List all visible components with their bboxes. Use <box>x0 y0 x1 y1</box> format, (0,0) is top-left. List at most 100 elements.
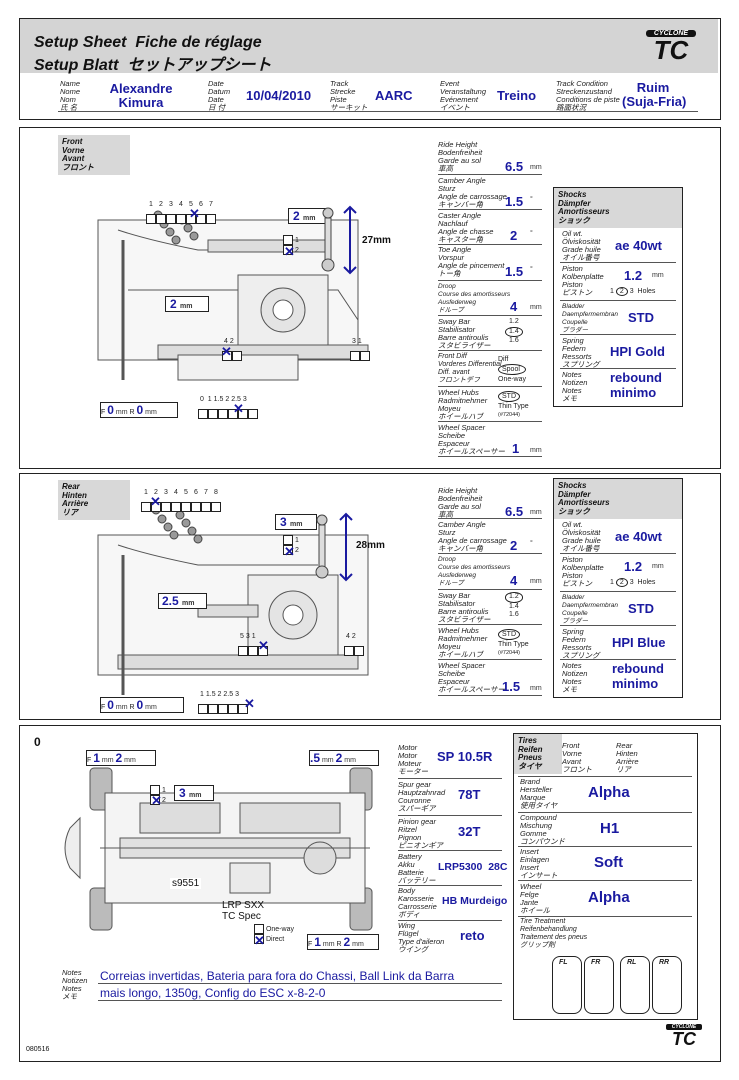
tires-compound-value: H1 <box>600 820 620 837</box>
notes-rule-1 <box>98 983 502 984</box>
rear-pos-boxes <box>141 498 221 516</box>
battery-label: Battery Akku Batterie バッテリー <box>398 852 436 885</box>
front-camber-x-icon: ✕ <box>284 244 295 259</box>
chassis-direct-x-icon: ✕ <box>254 933 265 948</box>
rear-pos-2: 2 <box>154 489 158 496</box>
tires-brand-label: Brand Hersteller Marque 使用タイヤ <box>520 777 558 810</box>
front-toe-unit: ° <box>530 266 533 273</box>
front-shim-0: 0 <box>200 396 204 403</box>
front-link-length: 27mm <box>362 235 391 246</box>
chassis-corner-value: 0 <box>34 735 41 749</box>
spur-label: Spur gear Hauptzahnrad Couronne スパーギア <box>398 780 446 813</box>
chassis-mid-x-icon: ✕ <box>151 793 162 808</box>
body-value: HB Murdeigo <box>442 895 508 907</box>
rear-ride-height-unit: mm <box>530 509 542 516</box>
tires-insert-value: Soft <box>594 854 624 871</box>
rear-shim-15: 1.5 <box>205 691 216 698</box>
pinion-rule <box>398 850 502 851</box>
front-diff-options: Diff Spool One-way <box>498 355 527 384</box>
rear-spring-rule <box>560 659 676 660</box>
chassis-notes-label: Notes Notizen Notes メモ <box>62 968 88 1001</box>
front-spacer-unit: mm <box>530 447 542 454</box>
rear-camber-value: 2 <box>510 538 518 553</box>
front-caster-unit: ° <box>530 230 533 237</box>
front-sway-16: 1.6 <box>509 337 519 344</box>
brand-logo: CYCLONE TC <box>646 30 696 66</box>
footer-logo-small: CYCLONE <box>666 1024 702 1030</box>
front-toe-num-1: 4 <box>224 338 228 345</box>
front-sway-options: 1.2 1.4 1.6 <box>505 318 523 346</box>
motor-label: Motor Motor Moteur モーター <box>398 743 428 776</box>
front-hubs-thin: Thin Type <box>498 403 529 410</box>
front-camber-value: 1.5 <box>505 194 524 209</box>
rear-oil-label: Oil wt. Ölviskosität Grade huile オイル番号 <box>562 520 601 553</box>
front-pos-boxes <box>146 210 216 228</box>
front-camber-link-boxes: 1 2 <box>283 235 299 255</box>
front-r-value: 0 <box>136 403 144 417</box>
rear-shim-1: 1 <box>200 691 204 698</box>
rear-hole-3: 3 <box>629 579 634 586</box>
front-caster-label: Caster Angle Nachlauf Angle de chasse キャ… <box>438 211 494 244</box>
rear-lower-nums: 4 2 <box>346 633 356 640</box>
front-spring-value: HPI Gold <box>610 344 665 359</box>
chassis-oneway-label: One-way <box>265 925 294 933</box>
body-rule <box>398 920 502 921</box>
front-hubs-std: STD <box>498 391 520 402</box>
front-ride-height-label: Ride Height Bodenfreiheit Garde au sol 車… <box>438 140 483 173</box>
rear-lower-4: 4 <box>346 633 350 640</box>
front-droop-value: 4 <box>510 299 518 314</box>
rear-title: Rear Hinten Arrière リア <box>58 480 130 520</box>
rear-sway-label: Sway Bar Stabilisator Barre antiroulis ス… <box>438 591 491 624</box>
front-bladder-value: STD <box>628 310 654 325</box>
chassis-esc-note: LRP SXX TC Spec <box>222 900 265 922</box>
rear-arm-value: 2.5 <box>162 594 179 608</box>
rear-link-diagram <box>315 512 353 582</box>
tires-wheel-rule <box>518 916 692 917</box>
battery-rule <box>398 885 502 886</box>
rear-shocks-title: Shocks Dämpfer Amortisseurs ショック <box>554 479 682 519</box>
rear-r-value: 0 <box>136 698 144 712</box>
rear-mid-x-icon: ✕ <box>258 638 269 653</box>
front-spacer-rule <box>438 456 542 457</box>
rear-hubs-code: (#72044) <box>498 650 521 656</box>
front-spring-label: Spring Federn Ressorts スプリング <box>562 336 600 369</box>
front-droop-label: Droop Course des amortisseurs Ausfederwe… <box>438 283 511 314</box>
front-lower-num-1: 3 <box>352 338 356 345</box>
front-fr-box: F 0 mm R 0 mm <box>100 402 178 418</box>
rear-hubs-std: STD <box>498 629 520 640</box>
rear-pos-3: 3 <box>164 489 168 496</box>
rear-holes-label: Holes <box>637 579 656 586</box>
rear-hubs-rule <box>438 659 542 660</box>
rear-shim-boxes <box>198 700 248 718</box>
chassis-bot-r-value: 2 <box>343 935 351 949</box>
front-sway-label: Sway Bar Stabilisator Barre antiroulis ス… <box>438 317 491 350</box>
rear-spring-label: Spring Federn Ressorts スプリング <box>562 627 600 660</box>
front-pos-4: 4 <box>179 201 183 208</box>
front-oil-value: ae 40wt <box>615 238 662 253</box>
rear-fr-box: F 0 mm R 0 mm <box>100 697 184 713</box>
front-bladder-label: Bladder Daempfermembran Coupelle ブラダー <box>562 303 618 334</box>
rear-arm-unit: mm <box>182 600 195 607</box>
front-upper-link-unit: mm <box>303 215 316 222</box>
front-lower-boxes <box>350 347 370 365</box>
tire-slot-rl: RL <box>620 956 650 1014</box>
track-label: Track Strecke Piste サーキット <box>330 79 368 112</box>
rear-rh-rule <box>438 518 542 519</box>
rear-camber-label: Camber Angle Sturz Angle de carrossage キ… <box>438 520 507 553</box>
track-value: AARC <box>375 88 413 103</box>
front-hole-3: 3 <box>629 288 634 295</box>
rear-notes-value: rebound minimo <box>612 661 664 691</box>
wing-value: reto <box>460 928 485 943</box>
rear-spacer-label: Wheel Spacer Scheibe Espaceur ホイールスペーサー <box>438 661 505 694</box>
rear-pos-x-icon: ✕ <box>150 494 161 509</box>
chassis-diff-options: One-way Direct <box>254 924 294 944</box>
rear-pos-4: 4 <box>174 489 178 496</box>
rear-droop-value: 4 <box>510 573 518 588</box>
tire-slot-fr-label: FR <box>591 959 601 966</box>
front-shim-2: 2 <box>225 396 230 403</box>
rear-ride-height-label: Ride Height Bodenfreiheit Garde au sol 車… <box>438 486 483 519</box>
front-diff-label: Front Diff Vorderes Differential Diff. a… <box>438 353 502 384</box>
tires-brand-value: Alpha <box>588 784 630 801</box>
rear-piston-label: Piston Kolbenplatte Piston ピストン <box>562 555 604 588</box>
front-pos-x-icon: ✕ <box>189 206 200 221</box>
